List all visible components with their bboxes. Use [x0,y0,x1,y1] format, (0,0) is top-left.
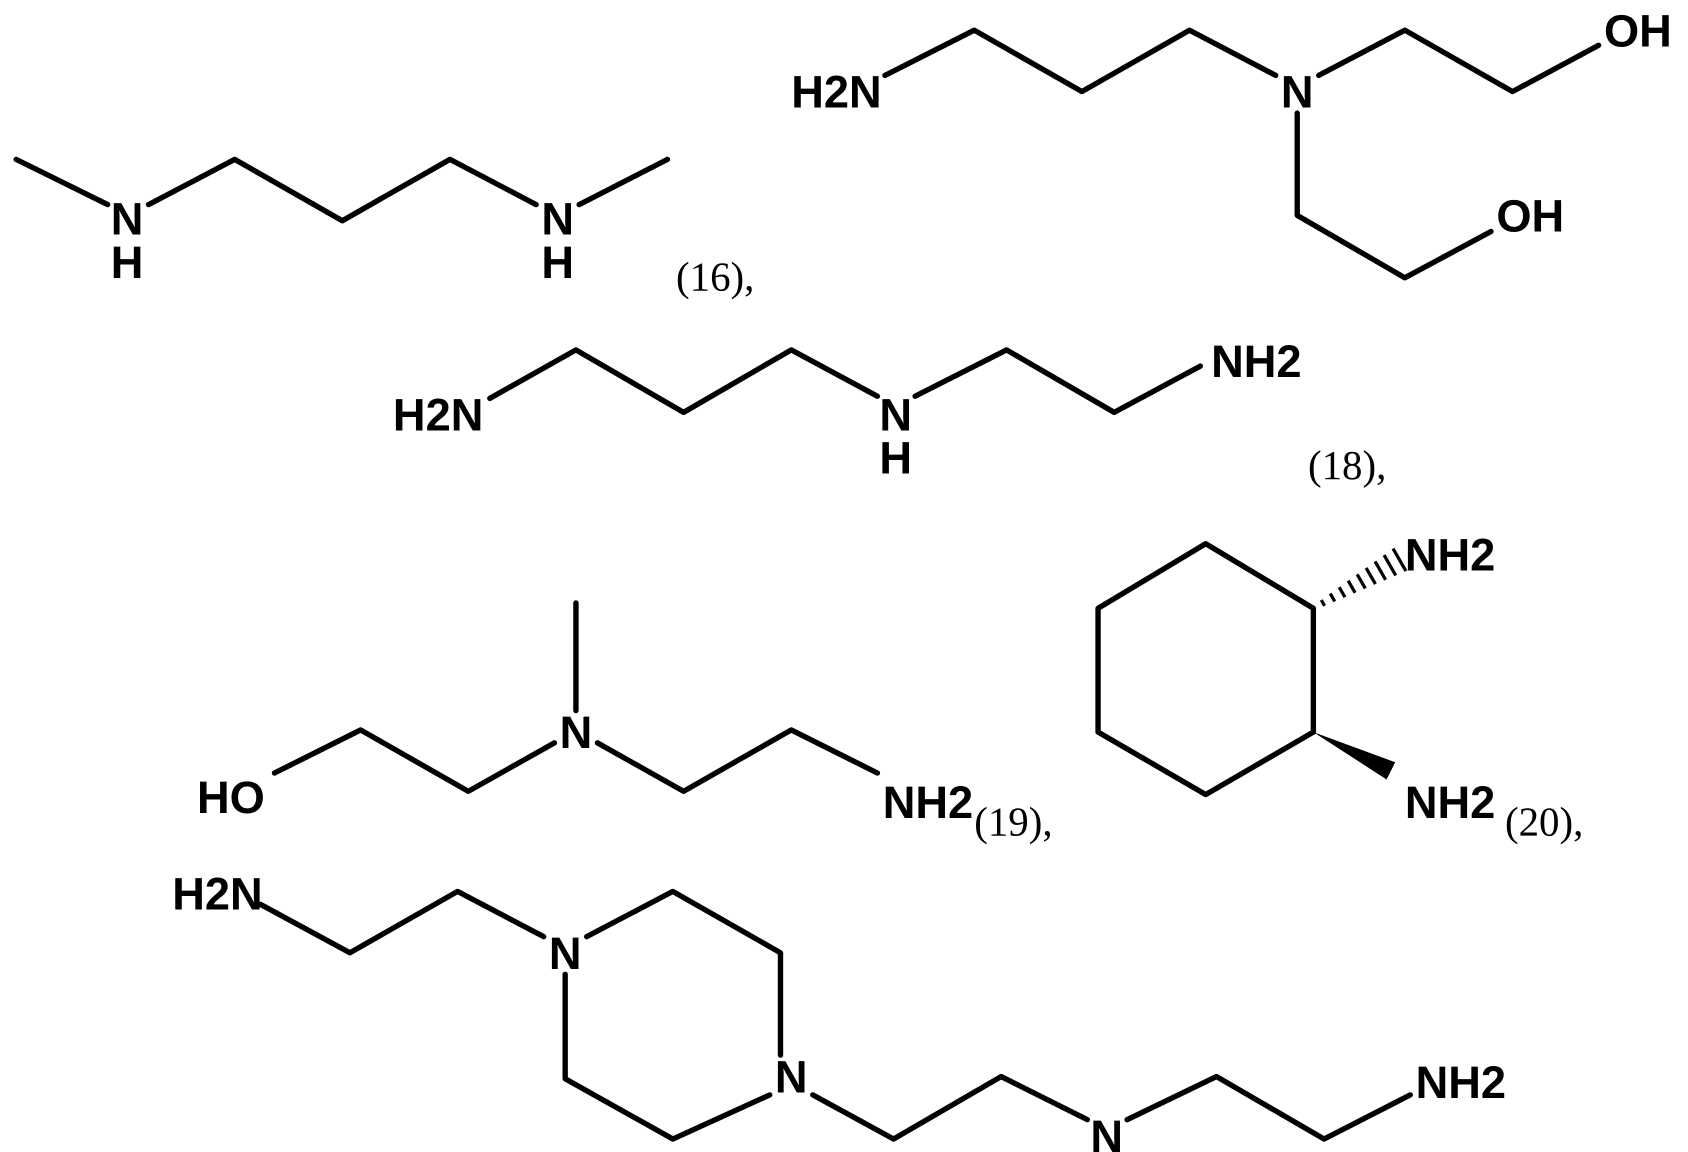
bond [1319,30,1599,91]
atom-label: H [111,237,144,288]
atom-label: H2N [172,869,262,920]
atom-labels: NHNH(16),H2NNOHOHH2NNHNH2(18),HONNH2(19)… [111,5,1672,1152]
compound-number-label: (19), [974,799,1052,844]
bold-wedge-bond [1313,732,1395,779]
piperazine-ring [587,891,781,1055]
hash-line [1366,568,1375,584]
compound-number-label: (20), [1505,799,1583,844]
atom-label: NH2 [1405,777,1495,828]
compound-17 [885,30,1599,278]
bond [597,730,877,791]
atom-label: NH2 [1405,530,1495,581]
compound-number-label: (16), [676,255,754,300]
hash-line [1348,581,1355,593]
bond [261,891,544,952]
atom-label: N [1090,1111,1123,1152]
bond [885,30,1276,91]
bond [579,159,667,204]
compound-number-label: (18), [1308,443,1386,488]
atom-label: N [1281,67,1314,118]
bond [490,350,878,412]
atom-label: H [541,237,574,288]
bond [149,159,537,220]
compound-21 [261,891,1411,1139]
atom-label: N [549,928,582,979]
compound-20 [1098,544,1406,795]
atom-label: N [560,707,593,758]
hash-line [1321,600,1324,606]
bond [915,350,1200,412]
bond [1297,113,1491,278]
atom-label: H2N [393,390,483,441]
compound-18 [490,350,1201,412]
hash-line [1384,555,1396,575]
atom-label: HO [197,772,265,823]
atom-label: N [775,1052,808,1103]
atom-label: OH [1604,5,1672,56]
atom-label: H2N [791,67,881,118]
bond [1127,1077,1410,1139]
bond [16,159,108,204]
hash-line [1357,574,1365,588]
bond [813,1077,1088,1139]
compound-19 [275,603,878,791]
atom-label: NH2 [1211,336,1301,387]
bond [275,730,555,791]
atom-label: OH [1496,191,1564,242]
piperazine-ring [565,974,770,1139]
hash-line [1330,594,1335,602]
hashed-wedge-bond [1321,549,1406,606]
atom-label: NH2 [883,777,973,828]
cyclohexane-ring [1098,544,1313,795]
hash-line [1339,587,1345,597]
hash-line [1375,561,1386,579]
atom-label: H [879,433,912,484]
atom-label: NH2 [1416,1057,1506,1108]
